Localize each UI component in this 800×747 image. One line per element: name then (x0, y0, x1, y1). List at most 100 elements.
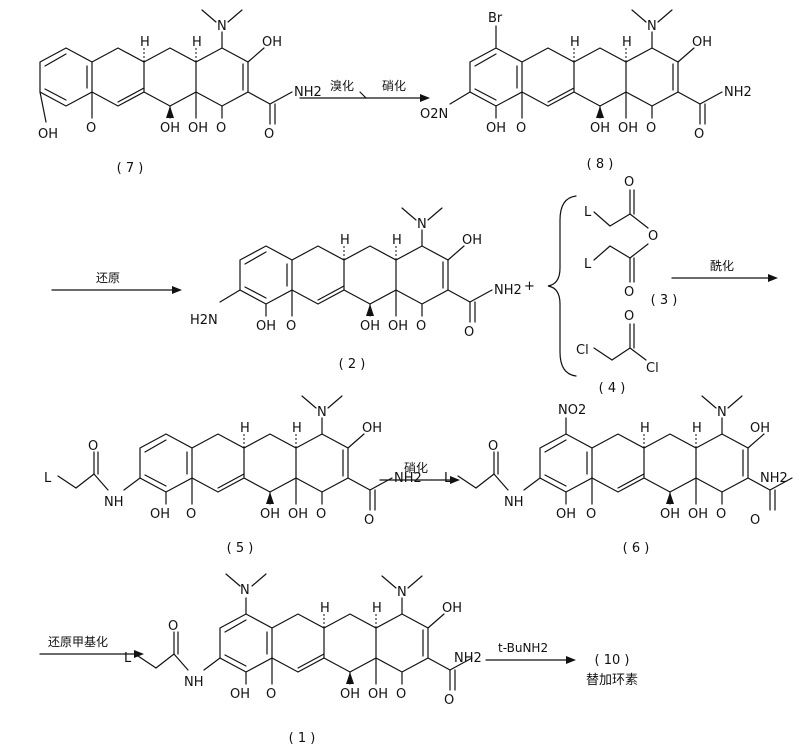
atom-nh2: NH2 (724, 85, 752, 100)
atom-oh: OH (750, 421, 770, 436)
atom-nh: NH (104, 495, 124, 510)
atom-h: H (372, 601, 382, 616)
reagent-nitration: 硝化 (382, 79, 406, 93)
reagent-t-bunh2: t-BuNH2 (498, 641, 548, 655)
atom-oh: OH (618, 121, 638, 136)
atom-o: O (86, 121, 96, 136)
atom-o: O (464, 325, 474, 340)
atom-o: O (444, 693, 454, 708)
atom-o: O (624, 309, 634, 324)
atom-oh: OH (660, 507, 680, 522)
atom-oh: OH (462, 233, 482, 248)
plus-sign: + (524, 279, 535, 294)
atom-h: H (340, 233, 350, 248)
atom-o: O (646, 121, 656, 136)
atom-o: O (488, 439, 498, 454)
reagent-brace (547, 195, 577, 377)
label-compound-7: ( 7 ) (117, 161, 144, 176)
atom-h: H (392, 233, 402, 248)
atom-br: Br (488, 11, 503, 26)
atom-oh: OH (150, 507, 170, 522)
atom-oh: OH (368, 687, 388, 702)
atom-n: N (217, 19, 227, 34)
reagent-bromination: 溴化 (330, 79, 354, 93)
atom-h: H (570, 35, 580, 50)
atom-h: H (192, 35, 202, 50)
atom-l: L (44, 471, 52, 486)
atom-o: O (516, 121, 526, 136)
label-compound-5: ( 5 ) (227, 541, 254, 556)
label-compound-2: ( 2 ) (339, 357, 366, 372)
atom-h: H (640, 421, 650, 436)
atom-nh: NH (184, 675, 204, 690)
product-name: 替加环素 (586, 673, 638, 688)
atom-h: H (692, 421, 702, 436)
atom-oh: OH (262, 35, 282, 50)
label-compound-4: ( 4 ) (599, 381, 626, 396)
atom-l: L (124, 651, 132, 666)
atom-nh2: NH2 (454, 651, 482, 666)
label-compound-8: ( 8 ) (587, 157, 614, 172)
atom-o: O (416, 319, 426, 334)
atom-cl: Cl (646, 361, 659, 376)
compound-3: L O O O L (584, 175, 658, 300)
atom-oh: OH (188, 121, 208, 136)
atom-n: N (417, 217, 427, 232)
atom-nh2: NH2 (394, 471, 422, 486)
atom-n: N (317, 405, 327, 420)
atom-o2n: O2N (420, 107, 448, 122)
atom-o: O (624, 285, 634, 300)
compound-6: NO2 NH O L OH O OH OH O OH O NH2 N H H (444, 395, 793, 528)
atom-o: O (264, 127, 274, 142)
compound-8: Br O2N OH O OH OH O OH O NH2 N H H (420, 9, 752, 142)
atom-h: H (140, 35, 150, 50)
compound-4: Cl O Cl (576, 309, 659, 376)
atom-nh2: NH2 (494, 283, 522, 298)
label-compound-6: ( 6 ) (623, 541, 650, 556)
atom-o: O (266, 687, 276, 702)
atom-o: O (88, 439, 98, 454)
atom-o: O (750, 513, 760, 528)
atom-oh: OH (256, 319, 276, 334)
atom-n: N (717, 405, 727, 420)
atom-o: O (186, 507, 196, 522)
label-compound-10: ( 10 ) (595, 653, 630, 668)
reagent-acylation: 酰化 (710, 259, 734, 273)
reagent-reductive-methylation: 还原甲基化 (48, 635, 108, 649)
atom-oh: OH (556, 507, 576, 522)
atom-h: H (240, 421, 250, 436)
atom-h: H (622, 35, 632, 50)
atom-oh: OH (260, 507, 280, 522)
atom-n: N (647, 19, 657, 34)
atom-oh: OH (688, 507, 708, 522)
compound-5: NH O L OH O OH OH O OH O NH2 N H H (44, 395, 422, 528)
atom-o: O (586, 507, 596, 522)
atom-nh2: NH2 (294, 85, 322, 100)
atom-n: N (397, 585, 407, 600)
atom-o: O (216, 121, 226, 136)
atom-l: L (584, 257, 592, 272)
atom-oh: OH (288, 507, 308, 522)
atom-o: O (716, 507, 726, 522)
atom-oh: OH (486, 121, 506, 136)
atom-o: O (396, 687, 406, 702)
atom-l: L (584, 205, 592, 220)
atom-oh: OH (340, 687, 360, 702)
atom-o: O (648, 229, 658, 244)
atom-o: O (694, 127, 704, 142)
atom-o: O (624, 175, 634, 190)
reagent-reduction: 还原 (96, 271, 120, 285)
atom-nh: NH (504, 495, 524, 510)
atom-nh2: NH2 (760, 471, 788, 486)
atom-oh: OH (360, 319, 380, 334)
atom-o: O (168, 619, 178, 634)
atom-o: O (286, 319, 296, 334)
atom-cl: Cl (576, 343, 589, 358)
atom-oh: OH (160, 121, 180, 136)
atom-oh: OH (362, 421, 382, 436)
compound-2: H2N OH O OH OH O OH O NH2 N H H (190, 207, 522, 340)
atom-oh: OH (230, 687, 250, 702)
atom-no2: NO2 (558, 403, 586, 418)
